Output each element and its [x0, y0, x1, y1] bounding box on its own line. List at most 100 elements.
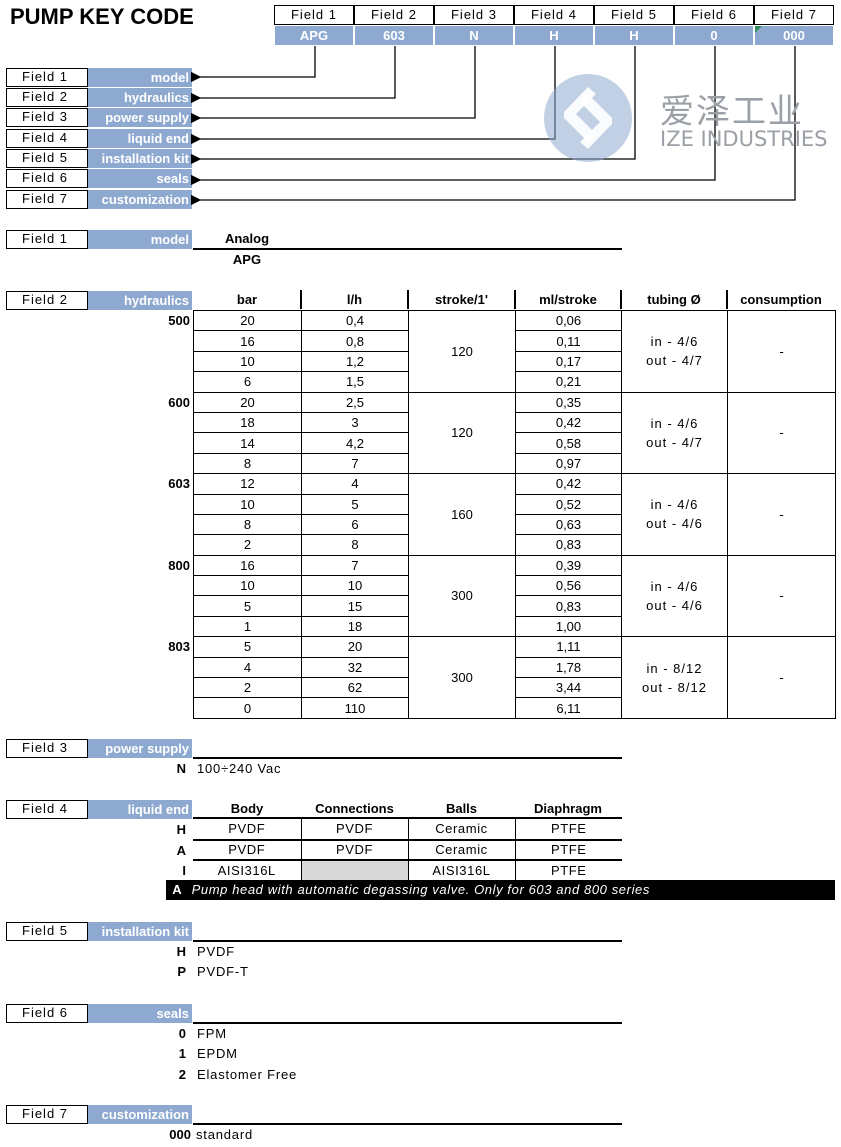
hyd-tubing-in: in - 8/12 — [646, 660, 703, 676]
liq-body: AISI316L — [193, 860, 301, 882]
hyd-lh: 0,4 — [301, 309, 409, 332]
company-logo-icon — [544, 74, 632, 162]
option-code: P — [177, 964, 186, 979]
hyd-ml-stroke: 0,21 — [515, 371, 622, 393]
arrow-field-5 — [190, 46, 636, 165]
hyd-ml-stroke: 0,83 — [515, 595, 622, 617]
hyd-stroke: 160 — [408, 473, 516, 556]
legend-field-1-label: Field 1 — [6, 68, 88, 87]
hyd-bar: 14 — [193, 432, 302, 454]
hyd-ml-stroke: 0,35 — [515, 391, 622, 413]
arrow-field-2 — [190, 46, 396, 104]
hyd-bar: 8 — [193, 452, 302, 475]
hyd-bar: 6 — [193, 371, 302, 393]
logo-english-text: IZE INDUSTRIES — [660, 127, 828, 151]
key-code-field-2-label: Field 2 — [354, 5, 434, 25]
key-code-field-7-label: Field 7 — [754, 5, 834, 25]
hyd-header-sep — [514, 290, 516, 309]
key-code-field-3-label: Field 3 — [434, 5, 514, 25]
hyd-tubing-out: out - 4/6 — [646, 516, 703, 532]
hyd-stroke: 120 — [408, 391, 516, 475]
hyd-bar: 8 — [193, 513, 302, 536]
field1-value: APG — [232, 252, 262, 267]
key-code-field-4-label: Field 4 — [514, 5, 594, 25]
arrow-field-3 — [190, 46, 476, 124]
hyd-group-code: 600 — [168, 395, 190, 410]
hyd-ml-stroke: 1,11 — [515, 636, 622, 658]
legend-field-4-label: Field 4 — [6, 129, 88, 148]
legend-field-6-label: Field 6 — [6, 169, 88, 188]
option-text: PVDF — [197, 944, 235, 959]
field4-label: Field 4 — [6, 800, 88, 819]
hyd-lh: 3 — [301, 411, 409, 434]
key-code-field-5-label: Field 5 — [594, 5, 674, 25]
key-code-field-4-value: H — [515, 26, 593, 45]
hyd-ml-stroke: 0,11 — [515, 330, 622, 352]
key-code-field-1-label: Field 1 — [274, 5, 354, 25]
table-row: AISI316L AISI316L PTFE — [193, 860, 622, 882]
hyd-bar: 16 — [193, 554, 302, 577]
hyd-consumption: - — [727, 473, 836, 556]
hyd-ml-stroke: 0,83 — [515, 534, 622, 556]
liq-header-balls: Balls — [445, 801, 478, 816]
liq-body: PVDF — [193, 819, 301, 841]
hyd-lh: 0,8 — [301, 330, 409, 352]
key-code-field-6-label: Field 6 — [674, 5, 754, 25]
hyd-header-tubing: tubing Ø — [647, 292, 701, 307]
key-code-field-1-value: APG — [275, 26, 353, 45]
hyd-tubing-in: in - 4/6 — [650, 578, 699, 594]
field7-rule — [193, 1123, 622, 1125]
hyd-bar: 12 — [193, 473, 302, 495]
field5-name: installation kit — [88, 922, 192, 941]
hyd-lh: 5 — [301, 493, 409, 515]
field1-name: model — [88, 230, 192, 249]
page-title: PUMP KEY CODE — [10, 4, 194, 29]
hyd-tubing-in: in - 4/6 — [650, 497, 699, 513]
hyd-lh: 4 — [301, 473, 409, 495]
legend-field-4-name: liquid end — [88, 129, 192, 148]
field4-name: liquid end — [88, 800, 192, 819]
hyd-lh: 20 — [301, 636, 409, 658]
hyd-ml-stroke: 0,06 — [515, 309, 622, 332]
hyd-bar: 10 — [193, 493, 302, 515]
option-code: 2 — [178, 1067, 186, 1082]
legend-field-5-name: installation kit — [88, 149, 192, 168]
hyd-ml-stroke: 0,52 — [515, 493, 622, 515]
logo-chinese-text: 爱泽工业 — [660, 92, 804, 132]
hyd-bar: 5 — [193, 636, 302, 658]
hyd-ml-stroke: 0,63 — [515, 513, 622, 536]
liq-balls: Ceramic — [407, 839, 515, 861]
key-code-field-3-value: N — [435, 26, 513, 45]
key-code-field-2-value: 603 — [355, 26, 433, 45]
hyd-consumption: - — [727, 310, 836, 393]
option-code: A — [176, 843, 186, 858]
hyd-header-stroke: stroke/1' — [435, 292, 488, 307]
legend-field-2-label: Field 2 — [6, 88, 88, 107]
hyd-lh: 7 — [301, 554, 409, 577]
hyd-stroke: 300 — [408, 636, 516, 719]
field5-rule — [193, 940, 622, 942]
field5-label: Field 5 — [6, 922, 88, 941]
hyd-ml-stroke: 0,17 — [515, 350, 622, 373]
hyd-bar: 10 — [193, 350, 302, 373]
field3-label: Field 3 — [6, 739, 88, 758]
liquid-end-table: PVDF PVDF Ceramic PTFE PVDF PVDF Ceramic… — [193, 819, 622, 882]
hyd-ml-stroke: 1,78 — [515, 656, 622, 679]
field1-label: Field 1 — [6, 230, 88, 249]
hyd-ml-stroke: 0,39 — [515, 554, 622, 577]
hyd-ml-stroke: 0,42 — [515, 473, 622, 495]
table-row: PVDF PVDF Ceramic PTFE — [193, 819, 622, 841]
field6-label: Field 6 — [6, 1004, 88, 1023]
liq-diaphragm: PTFE — [514, 839, 622, 861]
arrow-field-7 — [190, 46, 796, 206]
hyd-ml-stroke: 3,44 — [515, 677, 622, 699]
option-text: FPM — [197, 1026, 227, 1041]
